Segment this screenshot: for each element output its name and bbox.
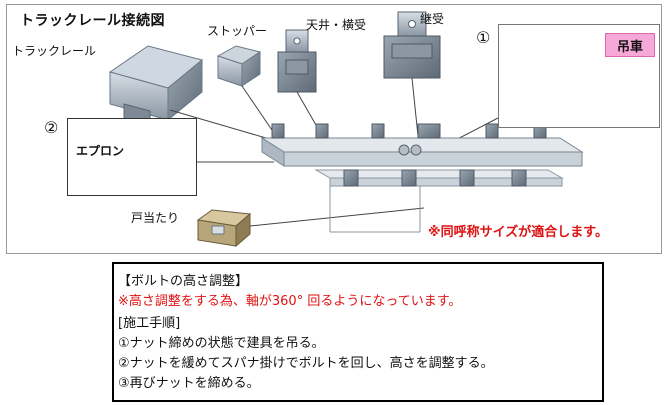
instructions-warning: ※高さ調整をする為、軸が360° 回るようになっています。 bbox=[118, 294, 462, 309]
step-item: ①ナット締めの状態で建具を吊る。 bbox=[118, 336, 325, 351]
step-item: ③再びナットを締める。 bbox=[118, 376, 260, 391]
door-stop-photo bbox=[196, 209, 252, 248]
ceiling-bracket-photo bbox=[277, 29, 317, 93]
marker-one: ① bbox=[476, 28, 491, 47]
label-ceiling-side: 天井・横受 bbox=[306, 18, 367, 32]
instructions-heading: 【ボルトの高さ調整】 bbox=[118, 274, 249, 289]
label-track-rail: トラックレール bbox=[12, 44, 97, 58]
steps-heading: [施工手順] bbox=[118, 316, 181, 331]
stopper-photo bbox=[216, 45, 262, 87]
instructions-box bbox=[112, 262, 604, 402]
wheel-on-rail bbox=[398, 144, 422, 156]
label-apron: エプロン bbox=[76, 144, 125, 158]
label-stopper: ストッパー bbox=[207, 24, 268, 38]
rail-assembly bbox=[260, 137, 584, 233]
label-joint: 継受 bbox=[420, 12, 445, 26]
compatibility-note: ※同呼称サイズが適合します。 bbox=[428, 225, 608, 240]
joint-bracket-photo bbox=[383, 11, 441, 79]
hanger-badge: 吊車 bbox=[605, 33, 655, 57]
label-door-stop: 戸当たり bbox=[131, 211, 180, 225]
hanger-box bbox=[498, 24, 660, 128]
rail-brackets bbox=[271, 123, 547, 187]
marker-two: ② bbox=[44, 118, 59, 137]
diagram-title: トラックレール接続図 bbox=[20, 13, 165, 29]
step-item: ②ナットを緩めてスパナ掛けでボルトを回し、高さを調整する。 bbox=[118, 356, 494, 371]
leader-lines bbox=[169, 77, 499, 227]
apron-box bbox=[67, 118, 197, 196]
